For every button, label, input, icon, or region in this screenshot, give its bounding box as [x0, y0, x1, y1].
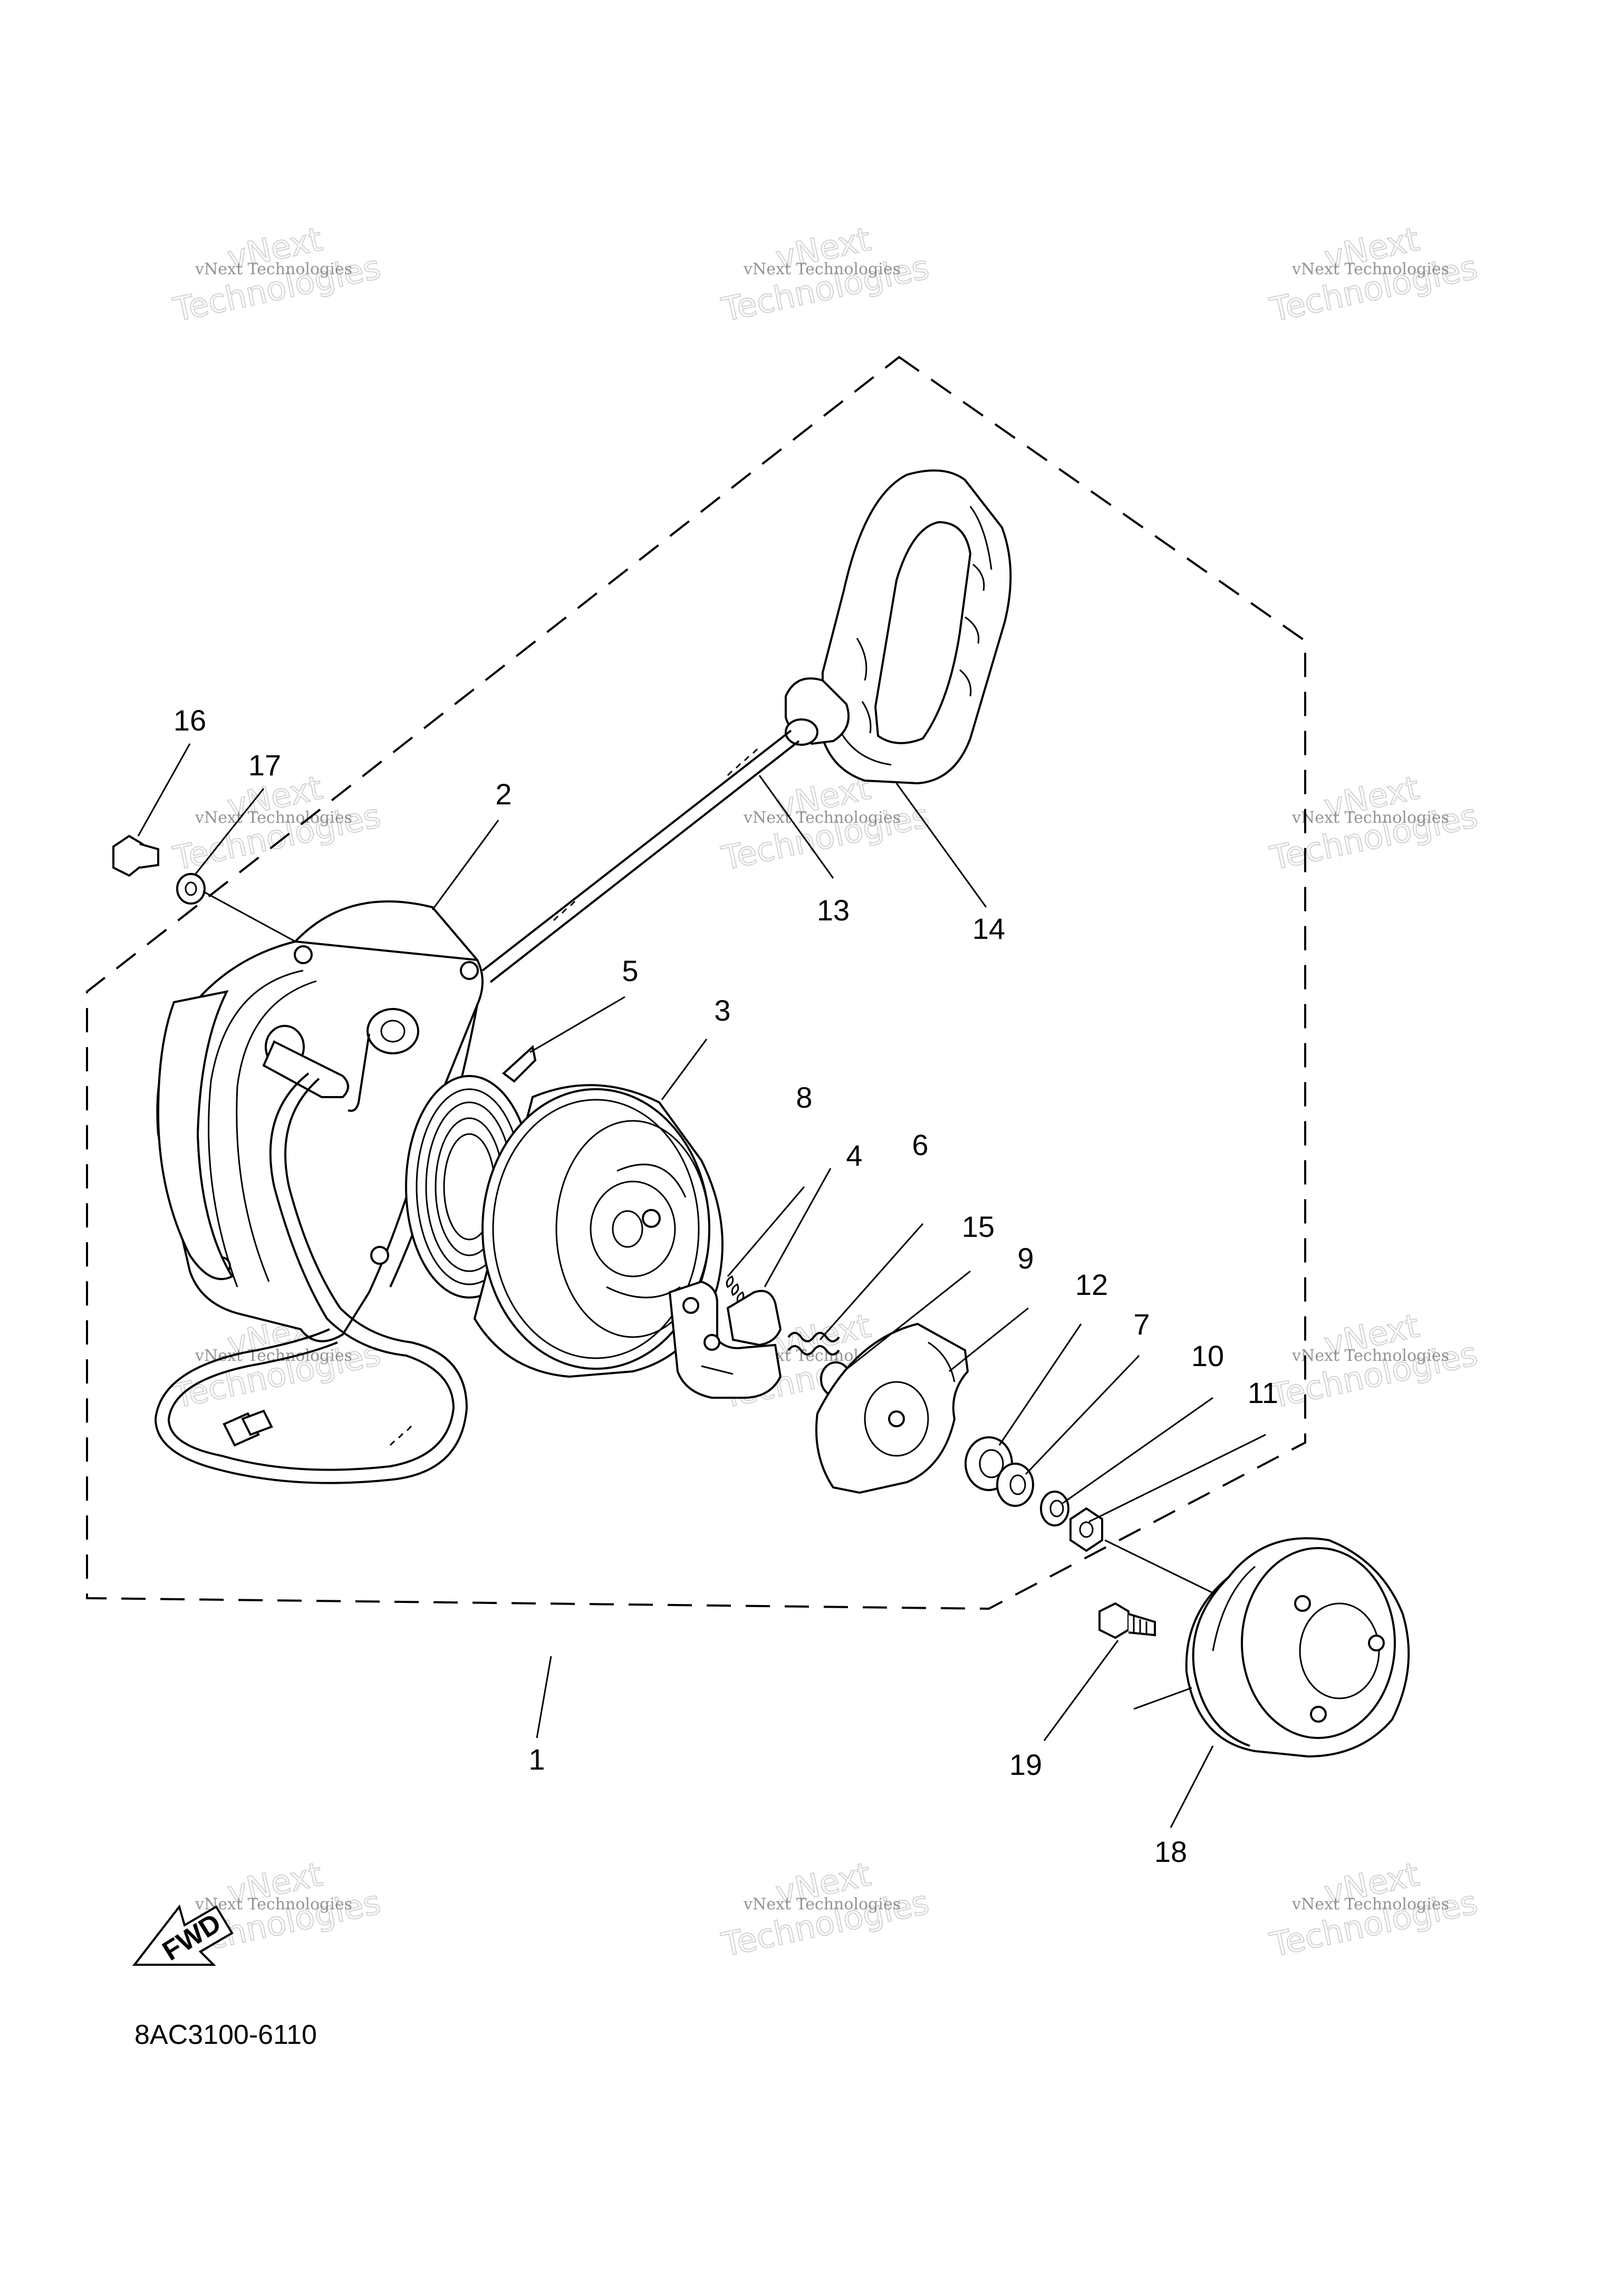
bolt-axis — [202, 890, 296, 943]
callout-19: 19 — [1009, 1748, 1042, 1781]
watermark-text: vNext Technologies — [1291, 260, 1449, 278]
starter-case — [156, 900, 484, 1342]
callout-15: 15 — [962, 1210, 995, 1243]
watermark-text: vNext Technologies — [195, 809, 352, 827]
fwd-arrow-icon: FWD — [132, 1904, 234, 1967]
starter-pulley — [1185, 1537, 1410, 1758]
callout-6: 6 — [912, 1128, 928, 1161]
bolt-16 — [112, 834, 159, 877]
watermark-text: vNext Technologies — [1291, 1347, 1449, 1365]
drive-pawl — [668, 1280, 782, 1399]
washer-7 — [996, 1463, 1034, 1507]
starter-handle — [785, 469, 1012, 785]
watermark-text: vNext Technologies — [743, 1895, 901, 1914]
callout-16: 16 — [173, 704, 206, 737]
watermark-text: vNext Technologies — [195, 1895, 352, 1914]
watermark-text: vNext Technologies — [195, 260, 352, 278]
callout-4: 4 — [846, 1139, 862, 1172]
part-code: 8AC3100-6110 — [134, 2020, 317, 2050]
sheave-drum — [473, 1084, 724, 1378]
callout-10: 10 — [1191, 1339, 1224, 1372]
callout-7: 7 — [1133, 1308, 1150, 1341]
assembly-boundary — [86, 356, 1306, 1610]
callout-18: 18 — [1154, 1835, 1187, 1868]
callout-1: 1 — [528, 1743, 545, 1776]
rope-loop — [154, 1072, 468, 1484]
watermark-text: vNext Technologies — [195, 1347, 352, 1365]
callout-13: 13 — [817, 894, 850, 927]
bolt-19 — [1098, 1602, 1156, 1639]
watermark-text: vNext Technologies — [743, 809, 901, 827]
callout-12: 12 — [1075, 1268, 1108, 1301]
callout-2: 2 — [495, 777, 512, 811]
leader-lines — [137, 743, 1266, 1828]
callout-14: 14 — [972, 912, 1005, 945]
nut-11 — [1069, 1507, 1103, 1552]
friction-spring — [787, 1332, 840, 1356]
washer-10 — [1040, 1491, 1069, 1526]
callout-17: 17 — [248, 748, 281, 782]
callout-8: 8 — [796, 1081, 812, 1114]
watermark-text: vNext Technologies — [1291, 1895, 1449, 1914]
washer-17 — [176, 873, 206, 905]
callout-3: 3 — [714, 994, 730, 1027]
callout-9: 9 — [1017, 1242, 1034, 1275]
callout-11: 11 — [1248, 1376, 1278, 1409]
watermark-text: vNext Technologies — [743, 260, 901, 278]
callout-5: 5 — [622, 954, 638, 987]
friction-plate — [815, 1322, 969, 1494]
assembly-axis — [1104, 1539, 1213, 1594]
watermark-text: vNext Technologies — [1291, 809, 1449, 827]
pawl-spring — [726, 1275, 745, 1304]
starter-rope — [481, 729, 800, 983]
